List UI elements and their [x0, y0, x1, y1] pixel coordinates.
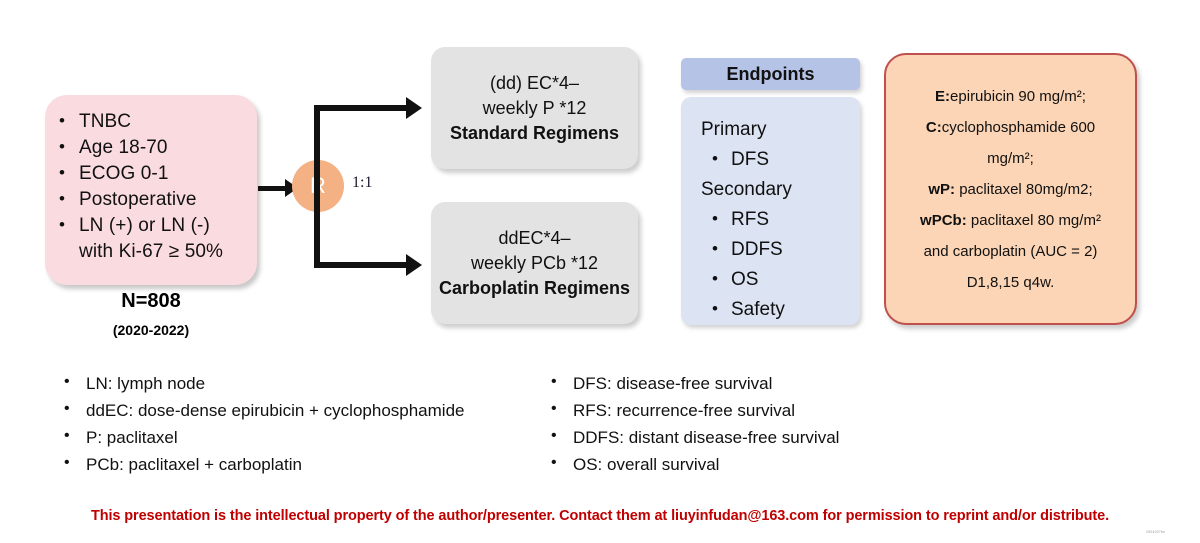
drug-dosing-panel: E:epirubicin 90 mg/m²; C:cyclophosphamid…	[884, 53, 1137, 325]
arrow-head-bottom-icon	[406, 254, 422, 276]
connector-trunk	[314, 105, 320, 268]
abbreviations-left: LN: lymph node ddEC: dose-dense epirubic…	[58, 368, 558, 478]
list-item: OS: overall survival	[545, 449, 965, 478]
list-item: Age 18-70	[59, 134, 249, 161]
arm-regimen-line2: weekly P *12	[482, 97, 587, 118]
secondary-endpoints-list: RFS DDFS OS Safety	[681, 204, 860, 325]
drug-line: C:cyclophosphamide 600	[925, 118, 1096, 136]
arm-regimen-line2: weekly PCb *12	[470, 252, 599, 273]
list-item: ECOG 0-1	[59, 160, 249, 187]
drug-line: wPCb: paclitaxel 80 mg/m²	[920, 211, 1101, 229]
drug-line: wP: paclitaxel 80mg/m2;	[928, 180, 1093, 198]
drug-line: and carboplatin (AUC = 2)	[923, 242, 1098, 260]
endpoints-panel: Primary DFS Secondary RFS DDFS OS Safety	[681, 97, 860, 325]
connector-branch-bottom	[314, 262, 410, 268]
enrollment-count: N=808	[121, 290, 181, 312]
abbreviations-right: DFS: disease-free survival RFS: recurren…	[545, 368, 965, 478]
arm-name: Standard Regimens	[449, 122, 620, 143]
list-item: OS	[712, 264, 860, 295]
connector-branch-top	[314, 105, 410, 111]
list-item: ddEC: dose-dense epirubicin + cyclophosp…	[58, 395, 558, 424]
arrow-head-top-icon	[406, 97, 422, 119]
treatment-arm-standard: (dd) EC*4– weekly P *12 Standard Regimen…	[431, 47, 638, 169]
list-item: DFS	[712, 144, 860, 175]
list-item: TNBC	[59, 108, 249, 135]
arm-name: Carboplatin Regimens	[438, 277, 631, 298]
copyright-notice: This presentation is the intellectual pr…	[90, 508, 1110, 524]
list-item: DDFS: distant disease-free survival	[545, 422, 965, 451]
arm-regimen-line1: (dd) EC*4–	[489, 72, 580, 93]
list-item: DDFS	[712, 234, 860, 265]
endpoints-header: Endpoints	[681, 58, 860, 90]
list-item: DFS: disease-free survival	[545, 368, 965, 397]
list-item: RFS: recurrence-free survival	[545, 395, 965, 424]
list-item: P: paclitaxel	[58, 422, 558, 451]
allocation-ratio-label: 1:1	[352, 174, 373, 191]
list-item: LN (+) or LN (-) with Ki-67 ≥ 50%	[59, 212, 249, 265]
primary-endpoints-list: DFS	[681, 144, 860, 175]
list-item: PCb: paclitaxel + carboplatin	[58, 449, 558, 478]
drug-line: E:epirubicin 90 mg/m²;	[935, 87, 1086, 105]
list-item: RFS	[712, 204, 860, 235]
primary-endpoints-label: Primary	[701, 119, 767, 140]
arm-regimen-line1: ddEC*4–	[498, 227, 571, 248]
enrollment-period: (2020-2022)	[112, 322, 190, 338]
eligibility-criteria-list: TNBC Age 18-70 ECOG 0-1 Postoperative LN…	[45, 95, 257, 265]
drug-line: mg/m²;	[987, 149, 1034, 167]
secondary-endpoints-label: Secondary	[701, 179, 792, 200]
drug-line: D1,8,15 q4w.	[966, 273, 1055, 291]
list-item: Safety	[712, 294, 860, 325]
list-item: Postoperative	[59, 186, 249, 213]
watermark: 2504007tm	[1146, 530, 1166, 534]
list-item: LN: lymph node	[58, 368, 558, 397]
treatment-arm-carboplatin: ddEC*4– weekly PCb *12 Carboplatin Regim…	[431, 202, 638, 324]
eligibility-box: TNBC Age 18-70 ECOG 0-1 Postoperative LN…	[45, 95, 257, 285]
inbound-arrow-shaft	[258, 186, 288, 191]
